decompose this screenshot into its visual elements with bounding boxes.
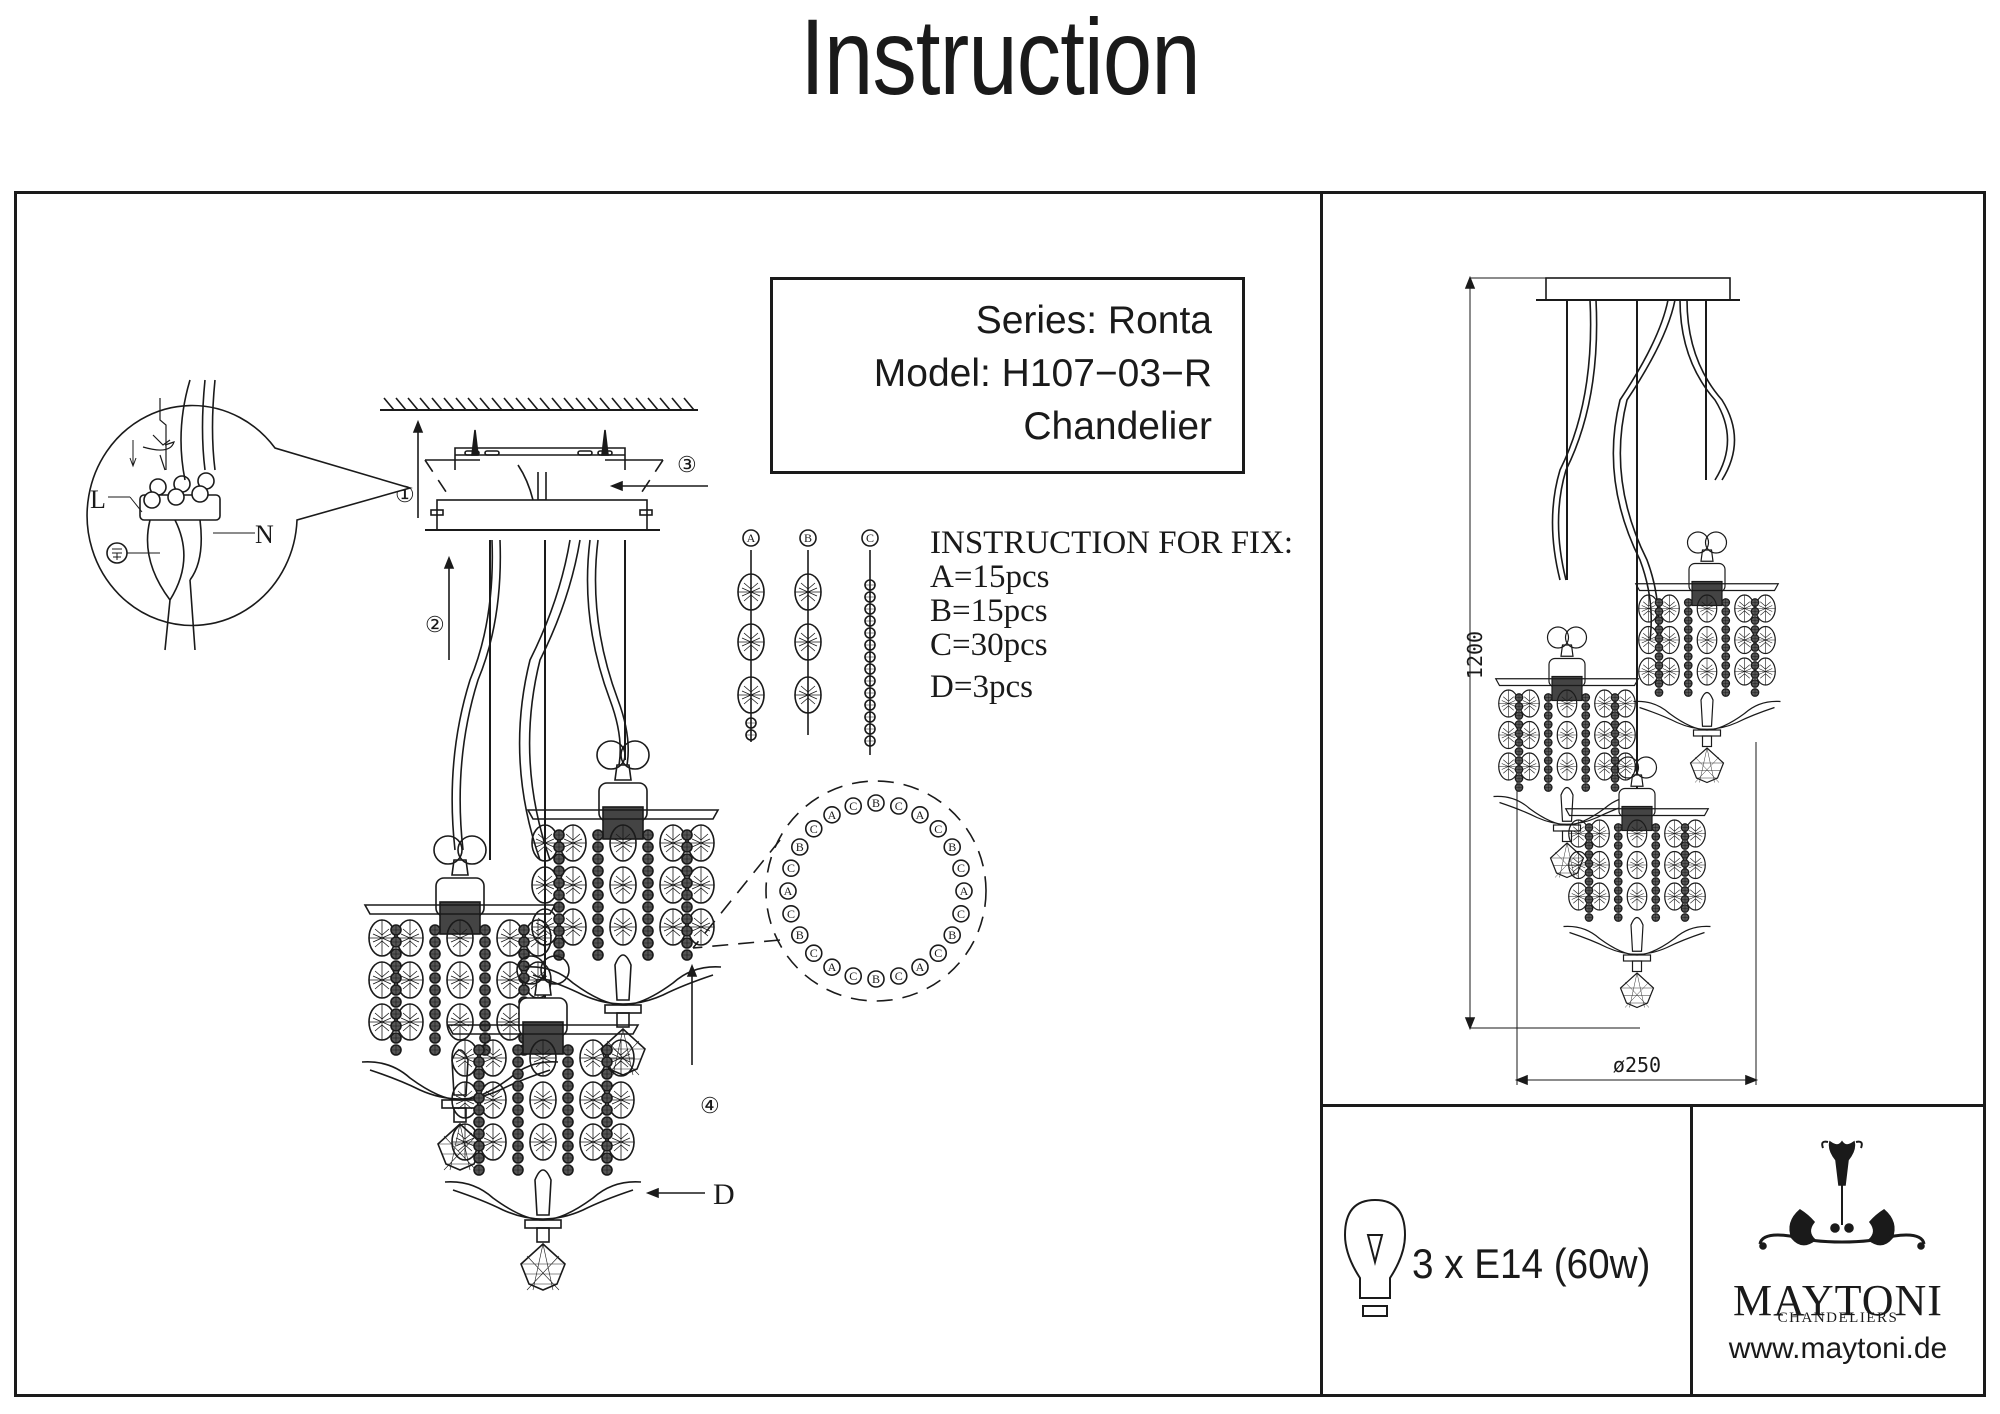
- brand-url[interactable]: www.maytoni.de: [1728, 1332, 1948, 1365]
- ring-marker: [943, 838, 962, 856]
- fix-item-b: B=15pcs: [930, 593, 1048, 629]
- ring-marker: [790, 838, 809, 856]
- step-arrows: [412, 419, 708, 1199]
- ring-marker-label: A: [828, 808, 837, 822]
- ceiling-hatch: [380, 397, 698, 411]
- ring-marker: [779, 882, 797, 900]
- ring-marker-label: C: [957, 861, 965, 875]
- product-info-box: Series: Ronta Model: H107−03−R Chandelie…: [770, 277, 1245, 474]
- ring-marker-label: C: [787, 907, 795, 921]
- ring-marker-label: C: [810, 946, 818, 960]
- strand-label-a: A: [747, 531, 756, 545]
- ring-marker: [955, 882, 973, 900]
- ring-marker: [889, 967, 908, 985]
- ring-marker-label: A: [828, 960, 837, 974]
- ring-marker-label: C: [895, 969, 903, 983]
- ring-marker-label: A: [960, 884, 969, 898]
- strand-label-c: C: [866, 531, 874, 545]
- ring-marker: [782, 859, 800, 878]
- ring-marker: [867, 970, 885, 988]
- ring-marker-label: C: [787, 861, 795, 875]
- ring-marker: [929, 819, 948, 838]
- ring-marker: [844, 967, 863, 985]
- ring-marker: [929, 944, 948, 963]
- fix-item-d: D=3pcs: [930, 669, 1033, 705]
- ring-marker: [782, 904, 800, 923]
- ring-marker: [952, 859, 970, 878]
- ring-marker-label: C: [957, 907, 965, 921]
- ring-marker-label: A: [784, 884, 793, 898]
- bulb-icon: [1343, 1198, 1407, 1317]
- chandelier-ornament-icon: [1758, 1140, 1926, 1250]
- ring-marker: [911, 958, 929, 977]
- brand-subtitle: CHANDELIERS: [1777, 1310, 1899, 1326]
- ring-marker: [844, 797, 863, 815]
- brand-name: MAYTONI: [1733, 1276, 1943, 1325]
- drop-label: D: [713, 1178, 735, 1211]
- ring-marker-label: C: [934, 822, 942, 836]
- fix-heading: INSTRUCTION FOR FIX:: [930, 525, 1294, 561]
- ring-marker: [823, 805, 841, 824]
- footer-divider: [1690, 1104, 1693, 1397]
- page-title: Instruction: [800, 0, 1200, 117]
- ring-marker-label: B: [796, 840, 804, 854]
- ring-marker-label: B: [948, 840, 956, 854]
- strand-label-b: B: [804, 531, 812, 545]
- series-label: Series: Ronta: [975, 299, 1212, 342]
- model-label: Model: H107−03−R: [873, 352, 1212, 395]
- fix-item-a: A=15pcs: [930, 559, 1050, 595]
- ring-marker: [952, 904, 970, 923]
- ring-marker-label: C: [849, 799, 857, 813]
- ring-marker-label: C: [895, 799, 903, 813]
- ring-marker-label: A: [916, 808, 925, 822]
- ring-marker-label: C: [810, 822, 818, 836]
- step-4-label: ④: [700, 1093, 720, 1118]
- live-label: L: [90, 485, 106, 514]
- diameter-dimension: ø250: [1613, 1053, 1661, 1077]
- ring-marker-label: B: [872, 972, 880, 986]
- panel-divider-horizontal: [1320, 1104, 1986, 1107]
- ring-marker: [943, 926, 962, 944]
- product-type-label: Chandelier: [1023, 405, 1212, 448]
- panel-divider-vertical: [1320, 191, 1323, 1397]
- step-2-label: ②: [425, 612, 445, 637]
- ring-marker-label: B: [796, 928, 804, 942]
- ring-marker: [804, 819, 823, 838]
- fix-instructions: INSTRUCTION FOR FIX: A=15pcs B=15pcs C=3…: [930, 526, 1293, 704]
- ring-marker-label: C: [849, 969, 857, 983]
- fix-item-c: C=30pcs: [930, 627, 1048, 663]
- wiring-callout: [86, 379, 413, 651]
- ring-marker: [867, 794, 885, 812]
- ring-marker-label: B: [948, 928, 956, 942]
- step-3-label: ③: [677, 452, 697, 477]
- lamp-spec: 3 x E14 (60w): [1412, 1240, 1651, 1287]
- ring-marker: [790, 926, 809, 944]
- ring-marker-label: B: [872, 796, 880, 810]
- neutral-label: N: [255, 520, 274, 549]
- ring-marker: [911, 805, 929, 824]
- height-dimension: 1200: [1463, 631, 1487, 679]
- ring-marker-label: A: [916, 960, 925, 974]
- strand-samples: [737, 529, 879, 755]
- ring-marker: [804, 944, 823, 963]
- mounting-bracket: [424, 429, 664, 511]
- dimension-drawing: [1464, 275, 1781, 1086]
- ring-marker: [889, 797, 908, 815]
- left-assembly-diagram: [362, 539, 721, 1290]
- ring-marker: [823, 958, 841, 977]
- instruction-frame: [14, 191, 1986, 1397]
- ceiling-canopy: [425, 499, 660, 531]
- ring-marker-label: C: [934, 946, 942, 960]
